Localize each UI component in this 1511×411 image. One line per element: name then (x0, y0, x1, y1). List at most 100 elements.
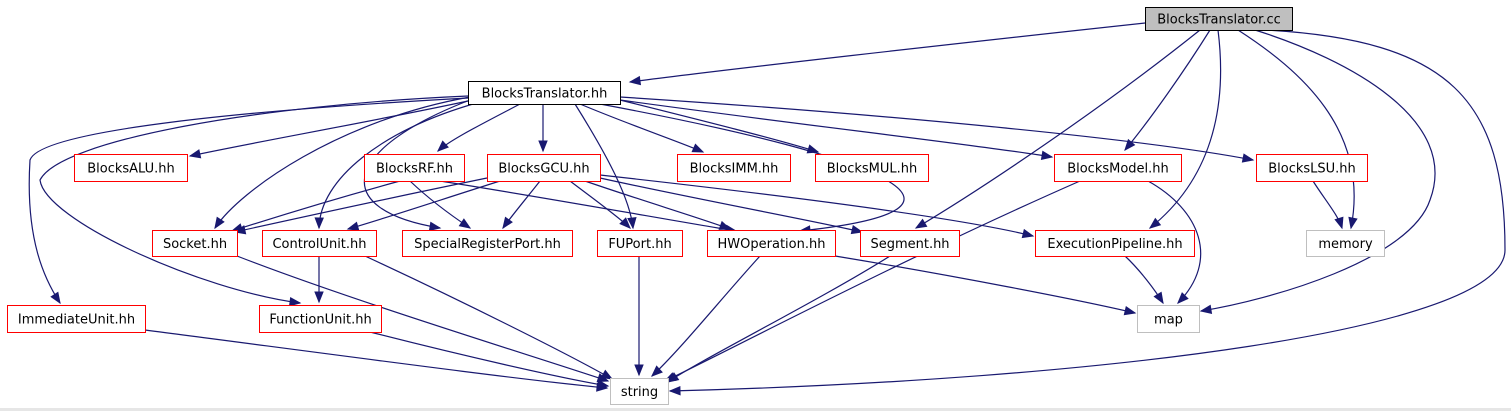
edge-line (1149, 29, 1222, 229)
node-box (815, 154, 929, 182)
edge-blocks-gcu-to-fuport (569, 180, 631, 229)
nodes-layer: BlocksTranslator.ccBlocksTranslator.hhBl… (7, 7, 1385, 405)
node-box (364, 154, 465, 182)
node-label: BlocksRF.hh (376, 162, 453, 177)
node-memory: memory (1306, 230, 1385, 257)
node-box (1035, 230, 1195, 257)
node-box (677, 154, 791, 182)
edge-line (231, 180, 401, 232)
node-label: ImmediateUnit.hh (18, 313, 135, 328)
arrowhead-icon (538, 140, 548, 153)
edge-line (667, 255, 891, 383)
node-root[interactable]: BlocksTranslator.cc (1145, 7, 1293, 31)
node-label: map (1154, 313, 1183, 328)
node-label: BlocksGCU.hh (498, 162, 589, 177)
arrowhead-icon (428, 221, 442, 231)
edge-root-to-translator-hh (628, 22, 1146, 86)
node-string: string (610, 378, 669, 405)
edge-line (599, 177, 863, 233)
node-label: memory (1318, 237, 1373, 252)
edge-blocks-gcu-to-hw-operation (584, 180, 732, 230)
node-immediate-unit[interactable]: ImmediateUnit.hh (7, 305, 146, 333)
arrowhead-icon (668, 385, 681, 396)
node-box (1145, 7, 1293, 31)
node-hw-operation[interactable]: HWOperation.hh (707, 230, 836, 257)
node-fuport[interactable]: FUPort.hh (597, 230, 683, 257)
node-box (1054, 154, 1182, 182)
node-execution-pipeline[interactable]: ExecutionPipeline.hh (1035, 230, 1195, 257)
arrowhead-icon (600, 369, 614, 380)
node-label: Socket.hh (163, 237, 227, 252)
edge-line (189, 100, 469, 157)
arrowhead-icon (346, 221, 360, 231)
edge-line (236, 255, 609, 382)
arrowhead-icon (437, 140, 449, 152)
node-function-unit[interactable]: FunctionUnit.hh (259, 305, 382, 333)
arrowhead-icon (1334, 216, 1344, 230)
node-blocks-mul[interactable]: BlocksMUL.hh (815, 154, 929, 182)
node-translator-hh[interactable]: BlocksTranslator.hh (468, 81, 621, 105)
node-box (7, 305, 146, 333)
bottom-divider (0, 408, 1511, 411)
arrowhead-icon (1348, 216, 1358, 230)
arrowhead-icon (1040, 150, 1054, 160)
edge-execution-pipeline-to-map (1124, 255, 1164, 305)
edge-root-to-string (668, 29, 1506, 396)
edge-line (234, 177, 488, 233)
node-blocks-model[interactable]: BlocksModel.hh (1054, 154, 1182, 182)
node-box (468, 81, 621, 105)
node-control-unit[interactable]: ControlUnit.hh (262, 230, 377, 257)
node-box (597, 230, 683, 257)
node-blocks-lsu[interactable]: BlocksLSU.hh (1256, 154, 1368, 182)
edge-translator-hh-to-blocks-imm (579, 103, 705, 153)
node-special-register-port[interactable]: SpecialRegisterPort.hh (402, 230, 573, 257)
node-label: string (621, 385, 658, 400)
edge-fuport-to-string (634, 255, 644, 377)
edge-translator-hh-to-blocks-model (619, 99, 1054, 160)
node-blocks-rf[interactable]: BlocksRF.hh (364, 154, 465, 182)
node-box (1306, 230, 1385, 257)
edge-hw-operation-to-string (651, 255, 761, 377)
node-label: BlocksALU.hh (87, 162, 175, 177)
node-label: BlocksModel.hh (1067, 162, 1169, 177)
node-box (1256, 154, 1368, 182)
arrowhead-icon (314, 291, 324, 304)
edge-line (599, 174, 1034, 237)
edge-line (664, 180, 1081, 382)
edge-blocks-rf-to-special-register-port (409, 180, 472, 229)
node-segment[interactable]: Segment.hh (860, 230, 960, 257)
edge-line (144, 329, 608, 389)
node-box (860, 230, 960, 257)
edge-line (347, 180, 501, 230)
edges-layer (28, 22, 1506, 396)
edge-line (651, 255, 761, 377)
edge-root-to-segment (914, 29, 1201, 229)
edge-blocks-model-to-map (1147, 180, 1202, 304)
edge-line (364, 255, 613, 380)
edge-line (318, 101, 481, 229)
node-box (707, 230, 836, 257)
node-label: BlocksMUL.hh (827, 162, 918, 177)
node-socket[interactable]: Socket.hh (152, 230, 238, 257)
node-label: BlocksTranslator.cc (1157, 13, 1281, 28)
edge-line (1200, 29, 1436, 312)
edge-translator-hh-to-function-unit (39, 95, 469, 307)
node-blocks-gcu[interactable]: BlocksGCU.hh (487, 154, 601, 182)
arrowhead-icon (50, 291, 61, 305)
node-label: BlocksIMM.hh (690, 162, 779, 177)
arrowhead-icon (1123, 305, 1137, 316)
edge-root-to-execution-pipeline (1148, 29, 1222, 229)
edge-line (619, 99, 819, 153)
arrowhead-icon (651, 365, 663, 377)
edge-line (439, 180, 737, 232)
node-blocks-imm[interactable]: BlocksIMM.hh (677, 154, 791, 182)
edge-line (579, 103, 704, 153)
edge-translator-hh-to-control-unit (314, 101, 481, 230)
arrowhead-icon (627, 217, 637, 230)
edge-line (629, 22, 1146, 83)
arrowhead-icon (619, 217, 631, 229)
node-blocks-alu[interactable]: BlocksALU.hh (74, 154, 188, 182)
arrowhead-icon (718, 220, 732, 230)
node-label: ExecutionPipeline.hh (1047, 237, 1182, 252)
arrowhead-icon (596, 379, 610, 389)
